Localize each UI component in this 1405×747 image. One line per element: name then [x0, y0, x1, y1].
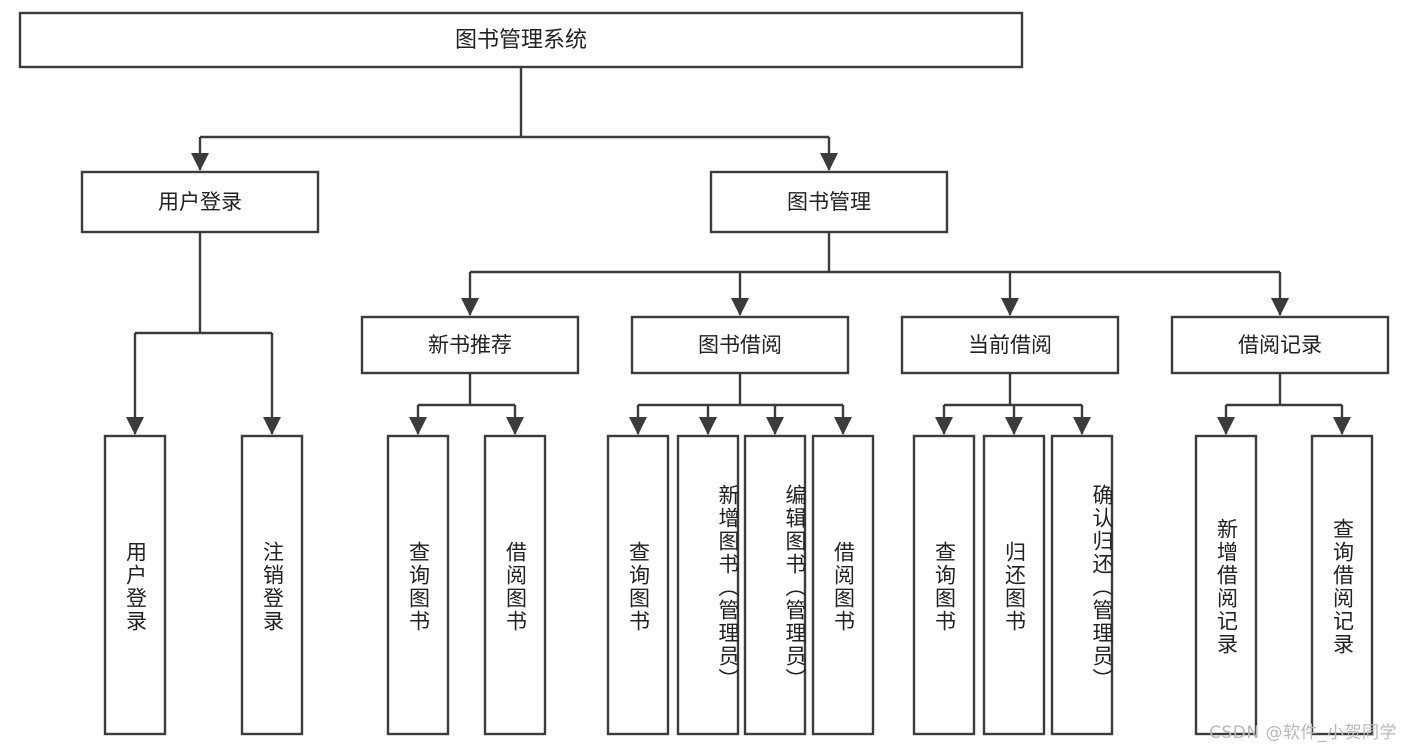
- node-level3-3-rect: [1170, 315, 1390, 375]
- node-level3-0-label: 新书推荐: [428, 333, 512, 357]
- node-leaf-1-rect: [240, 434, 304, 736]
- node-leaf-0-rect: [103, 434, 167, 736]
- csdn-watermark: CSDN @软件_小贺同学: [1209, 723, 1397, 743]
- connectors-layer: [126, 67, 1351, 435]
- node-level2-1: [709, 170, 949, 234]
- node-leaf-6-rect: [743, 434, 807, 736]
- node-leaf-9-rect: [982, 434, 1046, 736]
- arrow-root-to-level2-0: [191, 153, 209, 171]
- node-leaf-10: [1050, 434, 1114, 736]
- boxes-layer: [18, 11, 1390, 736]
- node-level3-3-label: 借阅记录: [1238, 333, 1322, 357]
- node-leaf-11-rect: [1194, 434, 1258, 736]
- arrow-root-to-level2-1: [820, 153, 838, 171]
- arrow-to-leaf-12: [1333, 417, 1351, 435]
- node-leaf-3-rect: [483, 434, 547, 736]
- arrow-bookmgmt-to-level3-1: [731, 298, 749, 316]
- node-leaf-8-rect: [912, 434, 976, 736]
- arrow-to-leaf-11: [1217, 417, 1235, 435]
- node-leaf-5: [676, 434, 740, 736]
- node-level3-1: [630, 315, 850, 375]
- arrow-to-leaf-0: [126, 417, 144, 435]
- node-root-rect: [18, 11, 1024, 69]
- node-leaf-5-rect: [676, 434, 740, 736]
- arrow-to-leaf-7: [834, 417, 852, 435]
- arrow-to-leaf-3: [506, 417, 524, 435]
- node-level2-1-label: 图书管理: [787, 190, 871, 214]
- node-leaf-0: [103, 434, 167, 736]
- node-level3-2: [900, 315, 1120, 375]
- node-level3-2-rect: [900, 315, 1120, 375]
- node-leaf-7-rect: [811, 434, 875, 736]
- node-level3-0: [360, 315, 580, 375]
- node-leaf-12: [1310, 434, 1374, 736]
- node-leaf-4-rect: [606, 434, 670, 736]
- node-leaf-10-rect: [1050, 434, 1114, 736]
- node-level3-3: [1170, 315, 1390, 375]
- node-leaf-6: [743, 434, 807, 736]
- node-leaf-4: [606, 434, 670, 736]
- node-leaf-1: [240, 434, 304, 736]
- arrow-bookmgmt-to-level3-0: [461, 298, 479, 316]
- node-leaf-2: [386, 434, 450, 736]
- arrow-bookmgmt-to-level3-3: [1271, 298, 1289, 316]
- node-leaf-3: [483, 434, 547, 736]
- arrow-to-leaf-6: [766, 417, 784, 435]
- node-leaf-8: [912, 434, 976, 736]
- node-root: [18, 11, 1024, 69]
- node-leaf-9: [982, 434, 1046, 736]
- node-level3-2-label: 当前借阅: [968, 333, 1052, 357]
- node-level2-0-rect: [80, 170, 320, 234]
- node-level3-1-rect: [630, 315, 850, 375]
- node-leaf-2-rect: [386, 434, 450, 736]
- node-level3-1-label: 图书借阅: [698, 333, 782, 357]
- arrow-to-leaf-2: [409, 417, 427, 435]
- node-leaf-11: [1194, 434, 1258, 736]
- node-root-label: 图书管理系统: [455, 28, 587, 53]
- node-leaf-12-rect: [1310, 434, 1374, 736]
- arrow-to-leaf-5: [699, 417, 717, 435]
- arrow-to-leaf-9: [1005, 417, 1023, 435]
- node-level2-0-label: 用户登录: [158, 190, 242, 214]
- node-leaf-7: [811, 434, 875, 736]
- arrow-bookmgmt-to-level3-2: [1001, 298, 1019, 316]
- arrow-to-leaf-1: [263, 417, 281, 435]
- node-level2-0: [80, 170, 320, 234]
- node-level2-1-rect: [709, 170, 949, 234]
- node-level3-0-rect: [360, 315, 580, 375]
- arrow-to-leaf-4: [629, 417, 647, 435]
- arrow-to-leaf-8: [935, 417, 953, 435]
- arrow-to-leaf-10: [1073, 417, 1091, 435]
